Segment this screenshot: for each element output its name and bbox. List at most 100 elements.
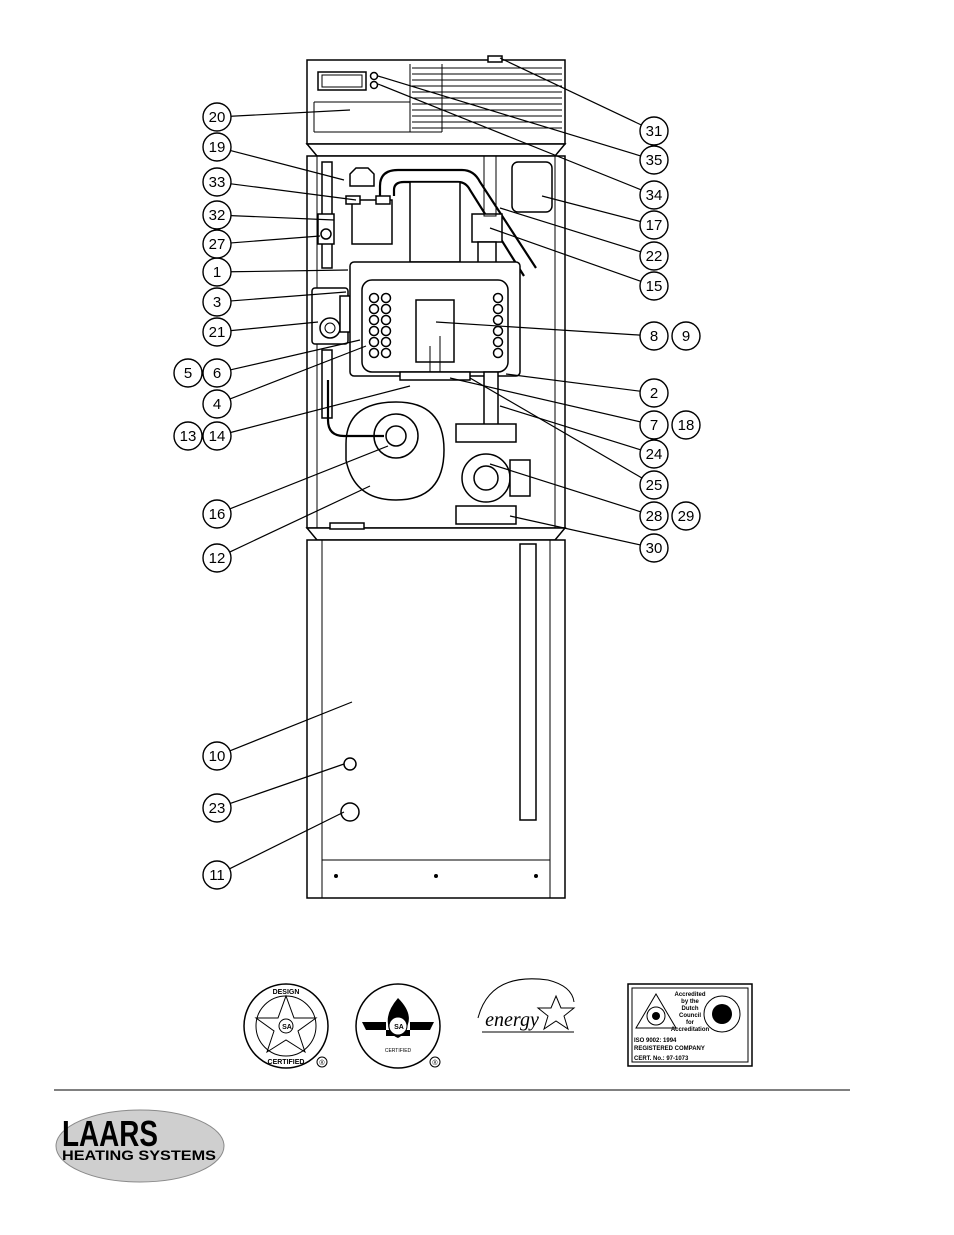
energy-word: energy xyxy=(485,1009,539,1031)
burner-tray xyxy=(399,371,471,381)
cabinet-top-bevel xyxy=(305,143,567,157)
pump-flange-upper xyxy=(455,423,517,443)
pump-motor-box xyxy=(509,459,531,497)
connector-pipe xyxy=(477,241,497,265)
callout-number: 24 xyxy=(646,446,663,463)
callout-number: 27 xyxy=(209,236,226,253)
callout-number: 8 xyxy=(650,328,658,345)
callout-number: 6 xyxy=(213,365,221,382)
callout-number: 12 xyxy=(209,550,226,567)
callout-6: 6 xyxy=(202,358,232,388)
leader-line xyxy=(230,291,347,302)
display-window xyxy=(317,71,367,91)
leader-line xyxy=(229,701,353,752)
callout-29: 29 xyxy=(671,501,701,531)
fitting-right xyxy=(375,195,391,205)
callout-number: 9 xyxy=(682,328,690,345)
leader-line xyxy=(499,405,641,451)
callout-10: 10 xyxy=(202,741,232,771)
cabinet-mid-bevel xyxy=(305,527,567,541)
pressure-switch-box xyxy=(351,199,393,245)
callout-7: 7 xyxy=(639,410,669,440)
callout-number: 4 xyxy=(213,396,221,413)
iso-accred-line: Council xyxy=(679,1013,701,1019)
callout-number: 17 xyxy=(646,217,663,234)
callout-32: 32 xyxy=(202,200,232,230)
leader-line xyxy=(230,149,345,181)
leader-line xyxy=(541,195,641,223)
callout-9: 9 xyxy=(671,321,701,351)
blower-hub xyxy=(385,425,407,447)
leader-line xyxy=(489,463,641,513)
energy-star-logo: energy xyxy=(477,978,576,1033)
callout-34: 34 xyxy=(639,180,669,210)
leader-line xyxy=(499,207,641,253)
drain-valve xyxy=(343,757,357,771)
callout-number: 19 xyxy=(209,139,226,156)
leader-line xyxy=(505,373,641,392)
callout-13: 13 xyxy=(173,421,203,451)
callout-30: 30 xyxy=(639,533,669,563)
leader-line xyxy=(509,515,641,546)
leader-line xyxy=(229,811,345,870)
flue-pipe xyxy=(378,168,537,269)
indicator-light-upper xyxy=(369,71,379,81)
callout-16: 16 xyxy=(202,499,232,529)
callout-18: 18 xyxy=(671,410,701,440)
air-separator xyxy=(471,213,503,243)
boiler-cabinet-drawing xyxy=(305,55,567,899)
callout-23: 23 xyxy=(202,793,232,823)
callout-33: 33 xyxy=(202,167,232,197)
callout-27: 27 xyxy=(202,229,232,259)
leader-line xyxy=(230,109,351,117)
callout-number: 30 xyxy=(646,540,663,557)
callout-number: 28 xyxy=(646,508,663,525)
iso-accred-line: Dutch xyxy=(682,1006,699,1012)
leader-line xyxy=(230,235,321,244)
vent-cap xyxy=(487,55,503,63)
callout-number: 23 xyxy=(209,800,226,817)
registered-mark: ® xyxy=(319,1059,325,1067)
laars-brand: LAARS xyxy=(62,1113,158,1154)
gas-valve-regulator xyxy=(339,295,351,333)
leader-line xyxy=(377,83,642,191)
callout-19: 19 xyxy=(202,132,232,162)
callout-number: 14 xyxy=(209,428,226,445)
callout-number: 29 xyxy=(678,508,695,525)
pump-rotor xyxy=(473,465,499,491)
callout-8: 8 xyxy=(639,321,669,351)
callout-35: 35 xyxy=(639,145,669,175)
iso-accred-line: for xyxy=(686,1020,695,1026)
callout-number: 2 xyxy=(650,385,658,402)
callout-number: 35 xyxy=(646,152,663,169)
callout-5: 5 xyxy=(173,358,203,388)
callout-number: 18 xyxy=(678,417,695,434)
callout-number: 5 xyxy=(184,365,192,382)
leader-line xyxy=(230,269,349,273)
combustion-chamber xyxy=(415,299,455,363)
callout-28: 28 xyxy=(639,501,669,531)
laars-logo: LAARS HEATING SYSTEMS xyxy=(55,1109,225,1183)
design-label: DESIGN xyxy=(273,989,300,996)
expansion-tank xyxy=(511,161,553,213)
callout-number: 10 xyxy=(209,748,226,765)
callout-11: 11 xyxy=(202,860,232,890)
callout-14: 14 xyxy=(202,421,232,451)
laars-tagline: HEATING SYSTEMS xyxy=(62,1147,216,1163)
pressure-gauge xyxy=(340,802,360,822)
callout-number: 15 xyxy=(646,278,663,295)
csa-flame-certified-seal: SA CERTIFIED ® xyxy=(355,983,441,1069)
iso-standard: ISO 9002: 1994 xyxy=(634,1038,677,1044)
certified-label: CERTIFIED xyxy=(268,1059,305,1066)
leader-line xyxy=(230,321,319,332)
callout-number: 16 xyxy=(209,506,226,523)
flow-switch xyxy=(349,167,375,187)
callout-number: 22 xyxy=(646,248,663,265)
leader-line xyxy=(499,57,642,126)
return-pipe xyxy=(519,543,537,821)
callout-number: 33 xyxy=(209,174,226,191)
leader-line xyxy=(469,377,643,479)
leader-line xyxy=(435,321,641,336)
